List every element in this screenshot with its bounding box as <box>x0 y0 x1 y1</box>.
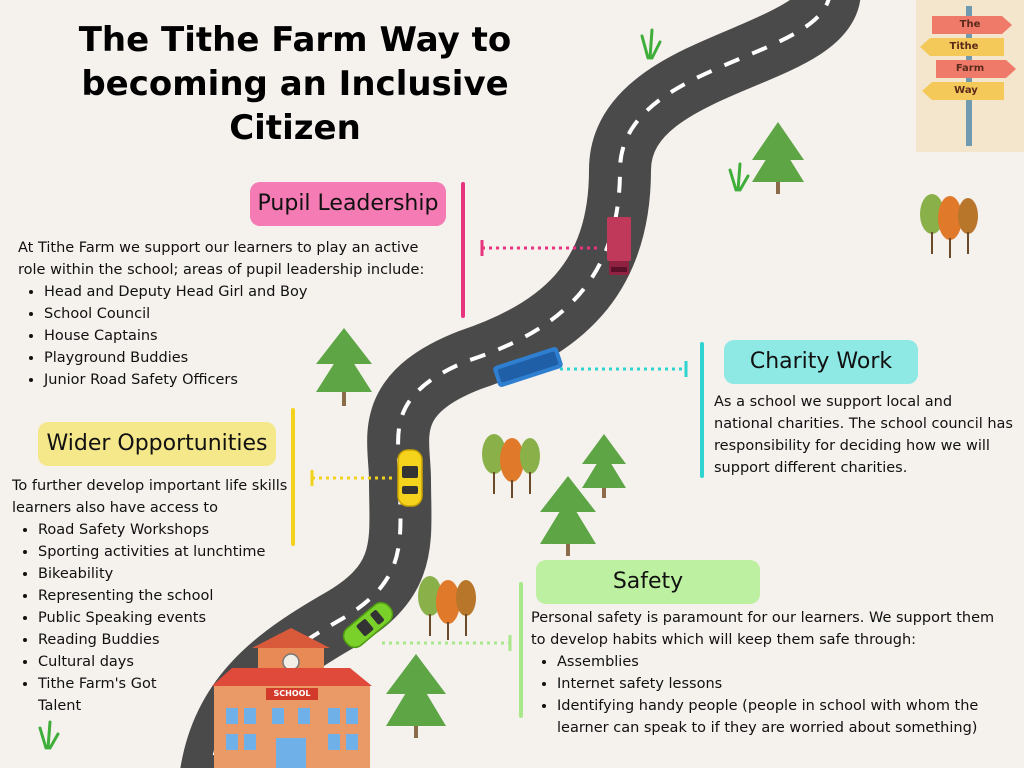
wider-opportunities-text: To further develop important life skills… <box>12 475 292 717</box>
charity-work-intro: As a school we support local and nationa… <box>714 394 1013 476</box>
pine-tree <box>386 654 446 738</box>
list-item: House Captains <box>44 325 450 347</box>
autumn-trees <box>418 576 476 640</box>
list-item: Identifying handy people (people in scho… <box>557 695 1011 739</box>
wider-opportunities-list: Road Safety Workshops Sporting activitie… <box>12 519 292 717</box>
school-sign: SCHOOL <box>273 689 311 698</box>
list-item: Sporting activities at lunchtime <box>38 541 292 563</box>
pupil-leadership-heading: Pupil Leadership <box>250 182 446 226</box>
signpost-label: Tithe <box>949 41 979 52</box>
pine-tree <box>316 328 372 406</box>
wider-opportunities-heading: Wider Opportunities <box>38 422 276 466</box>
signpost <box>916 0 1024 152</box>
wider-opportunities-intro: To further develop important life skills… <box>12 478 288 516</box>
grass-tuft <box>38 28 750 750</box>
autumn-trees <box>482 434 540 498</box>
road-center-line <box>209 0 831 768</box>
list-item: Bikeability <box>38 563 292 585</box>
school-building <box>212 628 372 768</box>
signpost-label: Way <box>954 85 978 96</box>
signpost-label: The <box>959 19 981 30</box>
pine-tree <box>752 122 804 194</box>
list-item: Reading Buddies <box>38 629 292 651</box>
pupil-leadership-list: Head and Deputy Head Girl and Boy School… <box>18 281 450 391</box>
list-item: Representing the school <box>38 585 292 607</box>
blue-bus <box>493 347 563 387</box>
pine-tree <box>582 434 626 498</box>
pupil-leadership-bar <box>461 182 465 318</box>
green-car <box>342 601 394 649</box>
list-item: Head and Deputy Head Girl and Boy <box>44 281 450 303</box>
red-truck <box>607 217 631 275</box>
wider-opportunities-bar <box>291 408 295 546</box>
safety-intro: Personal safety is paramount for our lea… <box>531 610 995 648</box>
page-title: The Tithe Farm Way to becoming an Inclus… <box>10 18 580 150</box>
list-item: Internet safety lessons <box>557 673 1011 695</box>
safety-list: Assemblies Internet safety lessons Ident… <box>531 651 1011 739</box>
pupil-leadership-text: At Tithe Farm we support our learners to… <box>18 237 450 391</box>
list-item: Playground Buddies <box>44 347 450 369</box>
list-item: Public Speaking events <box>38 607 292 629</box>
charity-work-heading: Charity Work <box>724 340 918 384</box>
title-line-2: becoming an Inclusive Citizen <box>81 64 509 148</box>
list-item: Assemblies <box>557 651 1011 673</box>
list-item: Road Safety Workshops <box>38 519 292 541</box>
safety-heading: Safety <box>536 560 760 604</box>
safety-text: Personal safety is paramount for our lea… <box>531 607 1011 739</box>
autumn-trees <box>920 194 978 258</box>
charity-work-bar <box>700 342 704 478</box>
pine-tree <box>540 476 596 556</box>
signpost-label: Farm <box>955 63 985 74</box>
yellow-car <box>397 449 423 507</box>
pupil-leadership-intro: At Tithe Farm we support our learners to… <box>18 240 425 278</box>
title-line-1: The Tithe Farm Way to <box>78 20 512 60</box>
list-item: School Council <box>44 303 450 325</box>
list-item: Junior Road Safety Officers <box>44 369 450 391</box>
safety-bar <box>519 582 523 718</box>
list-item: Tithe Farm's Got Talent <box>38 673 168 717</box>
charity-work-text: As a school we support local and nationa… <box>714 391 1014 479</box>
list-item: Cultural days <box>38 651 292 673</box>
